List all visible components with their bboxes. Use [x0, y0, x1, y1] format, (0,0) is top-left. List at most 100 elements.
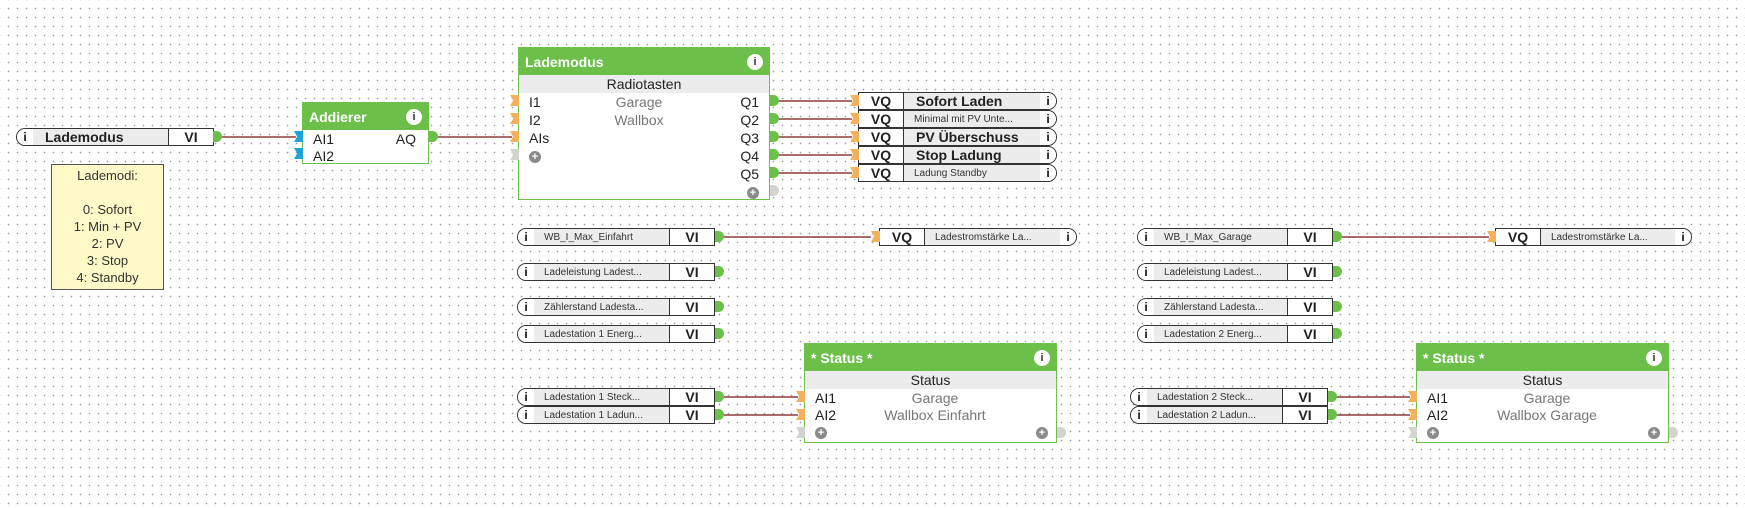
input-port[interactable]	[1408, 391, 1417, 402]
vi-input-block[interactable]: i Ladeleistung Ladest... VI	[517, 263, 715, 281]
add-input-icon[interactable]: +	[1427, 427, 1439, 439]
input-port[interactable]	[510, 113, 519, 124]
vi-input-block[interactable]: i Ladestation 1 Ladun... VI	[517, 406, 715, 424]
vi-input-block[interactable]: i WB_I_Max_Garage VI	[1137, 228, 1333, 246]
output-port[interactable]	[770, 167, 779, 178]
addierer-block[interactable]: Addierer i AI1 AI2 AQ	[302, 102, 429, 164]
info-icon[interactable]: i	[518, 264, 534, 280]
input-port[interactable]	[796, 409, 805, 420]
info-icon[interactable]: i	[1040, 147, 1056, 163]
output-port[interactable]	[715, 409, 724, 420]
status-block-einfahrt[interactable]: * Status * i Status AI1 AI2 Garage Wallb…	[804, 343, 1057, 443]
lademodus-function-block[interactable]: Lademodus i Radiotasten I1 I2 AIs Garage…	[518, 47, 770, 200]
add-input-icon[interactable]: +	[815, 427, 827, 439]
info-icon[interactable]: i	[1131, 407, 1147, 423]
input-port[interactable]	[294, 131, 303, 142]
add-input-icon[interactable]: +	[529, 151, 541, 163]
output-port[interactable]	[770, 95, 779, 106]
add-output-port[interactable]	[1669, 427, 1678, 438]
input-port[interactable]	[294, 148, 303, 159]
input-port[interactable]	[1487, 231, 1496, 242]
output-port[interactable]	[1328, 409, 1337, 420]
input-port[interactable]	[850, 149, 859, 160]
info-icon[interactable]: i	[518, 407, 534, 423]
info-icon[interactable]: i	[1131, 389, 1147, 405]
vi-input-block[interactable]: i Ladestation 1 Energ... VI	[517, 325, 715, 343]
block-header[interactable]: Lademodus i	[519, 48, 769, 75]
info-icon[interactable]: i	[1040, 111, 1056, 127]
vi-input-block[interactable]: i Ladestation 2 Energ... VI	[1137, 325, 1333, 343]
info-icon[interactable]: i	[518, 389, 534, 405]
add-output-port[interactable]	[770, 185, 779, 196]
info-icon[interactable]: i	[1646, 349, 1662, 366]
output-port[interactable]	[770, 113, 779, 124]
output-port[interactable]	[1333, 266, 1342, 277]
lademodus-input-block[interactable]: i Lademodus VI	[16, 128, 214, 146]
info-icon[interactable]: i	[1675, 229, 1691, 245]
info-icon[interactable]: i	[406, 108, 422, 125]
info-icon[interactable]: i	[1040, 129, 1056, 145]
output-port[interactable]	[715, 266, 724, 277]
add-output-icon[interactable]: +	[1648, 427, 1660, 439]
info-icon[interactable]: i	[518, 299, 534, 315]
vq-output-block[interactable]: VQ Sofort Laden i	[858, 92, 1057, 110]
add-input-port[interactable]	[510, 149, 519, 160]
vi-input-block[interactable]: i Zählerstand Ladesta... VI	[517, 298, 715, 316]
status-block-garage[interactable]: * Status * i Status AI1 AI2 Garage Wallb…	[1416, 343, 1669, 443]
vq-output-block[interactable]: VQ Ladung Standby i	[858, 164, 1057, 182]
output-port[interactable]	[1333, 301, 1342, 312]
block-header[interactable]: * Status * i	[805, 344, 1056, 371]
add-output-icon[interactable]: +	[1036, 427, 1048, 439]
input-port[interactable]	[1408, 409, 1417, 420]
info-icon[interactable]: i	[1040, 93, 1056, 109]
output-port[interactable]	[715, 391, 724, 402]
input-port[interactable]	[510, 131, 519, 142]
add-input-port[interactable]	[1408, 427, 1417, 438]
vi-input-block[interactable]: i Ladestation 2 Steck... VI	[1130, 388, 1328, 406]
input-port[interactable]	[850, 131, 859, 142]
vq-output-block[interactable]: VQ PV Überschuss i	[858, 128, 1057, 146]
input-port[interactable]	[796, 391, 805, 402]
vi-input-block[interactable]: i Ladeleistung Ladest... VI	[1137, 263, 1333, 281]
output-port[interactable]	[715, 328, 724, 339]
info-icon[interactable]: i	[1060, 229, 1076, 245]
output-port[interactable]	[1328, 391, 1337, 402]
output-port[interactable]	[1333, 328, 1342, 339]
add-input-port[interactable]	[796, 427, 805, 438]
info-icon[interactable]: i	[518, 326, 534, 342]
info-icon[interactable]: i	[17, 129, 33, 145]
vi-input-block[interactable]: i WB_I_Max_Einfahrt VI	[517, 228, 715, 246]
add-output-port[interactable]	[1057, 427, 1066, 438]
info-icon[interactable]: i	[1138, 229, 1154, 245]
vq-output-block[interactable]: VQ Ladestromstärke La... i	[879, 228, 1077, 246]
info-icon[interactable]: i	[1138, 326, 1154, 342]
block-header[interactable]: * Status * i	[1417, 344, 1668, 371]
output-port[interactable]	[429, 131, 438, 142]
add-output-icon[interactable]: +	[747, 187, 759, 199]
output-port[interactable]	[213, 131, 222, 142]
vi-input-block[interactable]: i Ladestation 2 Ladun... VI	[1130, 406, 1328, 424]
input-port[interactable]	[510, 95, 519, 106]
vi-input-block[interactable]: i Zählerstand Ladesta... VI	[1137, 298, 1333, 316]
block-header[interactable]: Addierer i	[303, 103, 428, 130]
info-icon[interactable]: i	[1138, 264, 1154, 280]
input-port[interactable]	[850, 95, 859, 106]
output-port[interactable]	[715, 301, 724, 312]
info-icon[interactable]: i	[1040, 165, 1056, 181]
info-icon[interactable]: i	[1138, 299, 1154, 315]
output-port[interactable]	[770, 149, 779, 160]
output-port[interactable]	[1333, 231, 1342, 242]
input-port[interactable]	[850, 113, 859, 124]
output-port[interactable]	[770, 131, 779, 142]
vi-input-block[interactable]: i Ladestation 1 Steck... VI	[517, 388, 715, 406]
lademodi-note[interactable]: Lademodi: 0: Sofort 1: Min + PV 2: PV 3:…	[51, 164, 164, 290]
output-port[interactable]	[715, 231, 724, 242]
input-port[interactable]	[871, 231, 880, 242]
vq-output-block[interactable]: VQ Stop Ladung i	[858, 146, 1057, 164]
vq-output-block[interactable]: VQ Minimal mit PV Unte... i	[858, 110, 1057, 128]
info-icon[interactable]: i	[1034, 349, 1050, 366]
vq-output-block[interactable]: VQ Ladestromstärke La... i	[1495, 228, 1692, 246]
input-port[interactable]	[850, 167, 859, 178]
info-icon[interactable]: i	[747, 53, 763, 70]
info-icon[interactable]: i	[518, 229, 534, 245]
